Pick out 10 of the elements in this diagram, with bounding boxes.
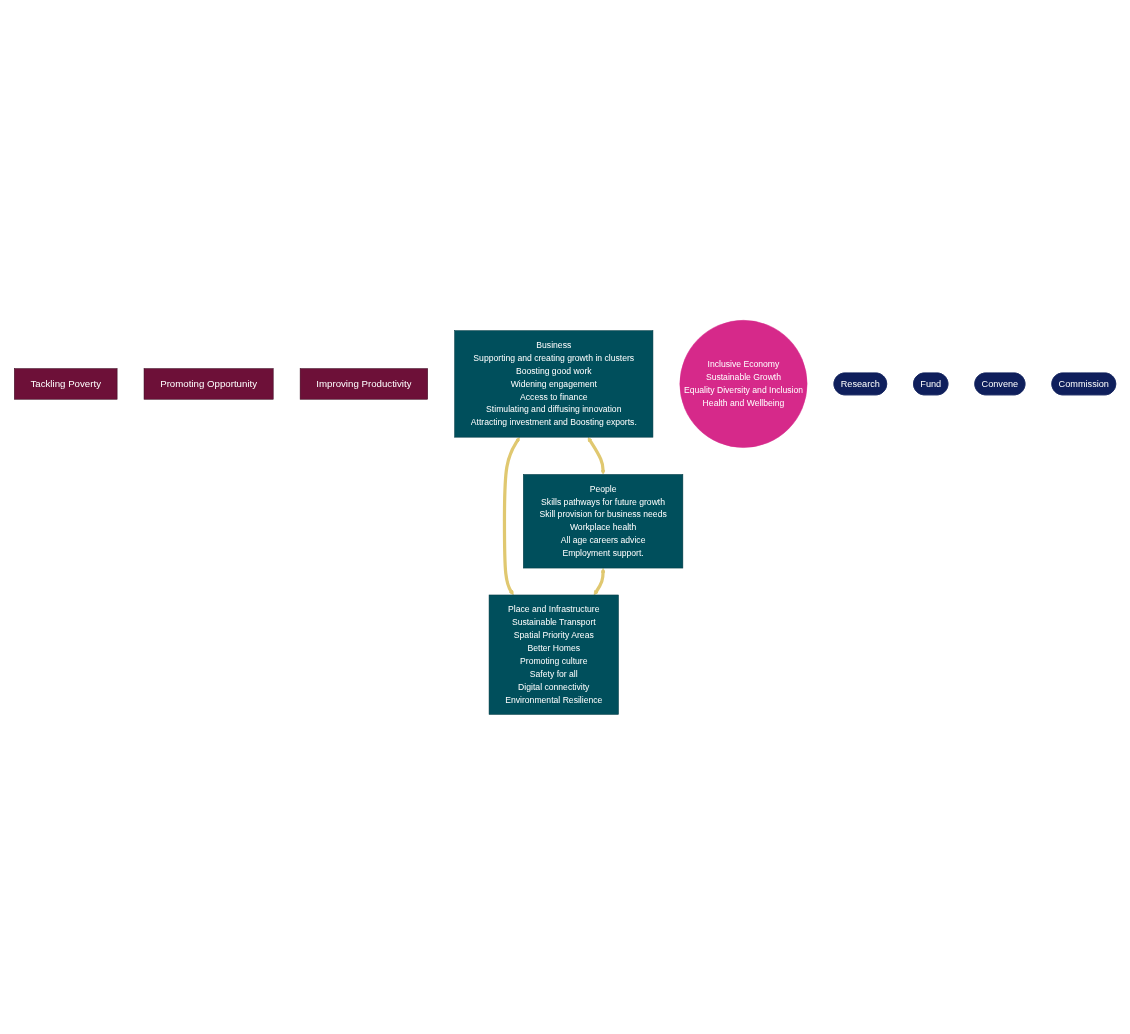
- node-box: Promoting Opportunity: [143, 367, 274, 400]
- node-box: Tackling Poverty: [14, 367, 118, 400]
- node-box: Business Supporting and creating growth in clusters Boosting good work Widening engagement Access to finance Stimulating and diffusing innovation Attracting investment and Boosting exports.: [454, 330, 654, 438]
- node-box: Improving Productivity: [299, 367, 428, 400]
- arrow: [593, 567, 606, 595]
- arrow: [587, 436, 606, 475]
- arrow: [502, 436, 520, 595]
- node-circle: Inclusive Economy Sustainable Growth Equality Diversity and Inclusion Health and Wellbeing: [679, 319, 808, 448]
- node-box: Place and Infrastructure Sustainable Transport Spatial Priority Areas Better Homes Promoting culture Safety for all Digital connectivity Environmental Resilience: [488, 594, 619, 715]
- node-box: People Skills pathways for future growth Skill provision for business needs Workplace health All age careers advice Employment support.: [523, 473, 684, 568]
